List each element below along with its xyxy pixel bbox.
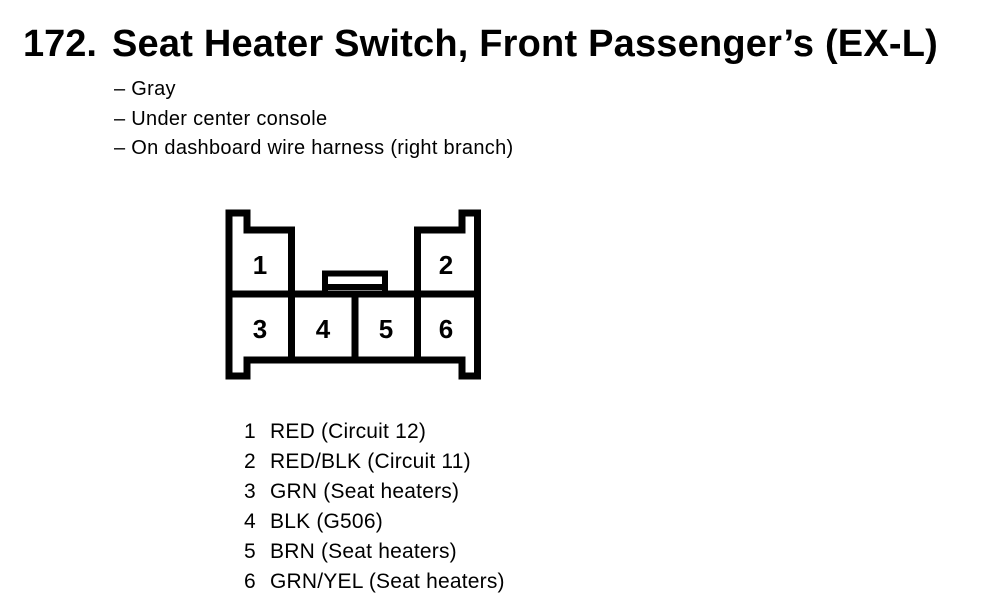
legend-wire-description: GRN (Seat heaters) bbox=[270, 480, 460, 503]
connector-details: – Gray – Under center console – On dashb… bbox=[114, 75, 513, 164]
detail-color: – Gray bbox=[114, 78, 176, 100]
pin-label-4: 4 bbox=[316, 314, 331, 344]
legend-wire-description: GRN/YEL (Seat heaters) bbox=[270, 570, 505, 593]
legend-pin-number: 2 bbox=[244, 450, 256, 473]
connector-outline bbox=[225, 209, 481, 380]
pin-label-5: 5 bbox=[379, 314, 393, 344]
legend-item: 5 BRN (Seat heaters) bbox=[244, 537, 505, 567]
latch-tab bbox=[322, 270, 388, 292]
legend-pin-number: 3 bbox=[244, 480, 256, 503]
page-title: Seat Heater Switch, Front Passenger’s (E… bbox=[112, 23, 939, 65]
legend-item: 4 BLK (G506) bbox=[244, 507, 505, 537]
legend-pin-number: 4 bbox=[244, 510, 256, 533]
legend-wire-description: BLK (G506) bbox=[270, 510, 383, 533]
detail-location: – Under center console bbox=[114, 107, 328, 130]
legend-wire-description: RED (Circuit 12) bbox=[270, 420, 427, 443]
pin-label-1: 1 bbox=[253, 250, 267, 280]
section-number: 172. bbox=[23, 23, 97, 65]
pin-label-6: 6 bbox=[439, 314, 453, 344]
legend-pin-number: 6 bbox=[244, 570, 256, 593]
legend-pin-number: 1 bbox=[244, 420, 256, 443]
legend-item: 1 RED (Circuit 12) bbox=[244, 417, 505, 447]
legend-pin-number: 5 bbox=[244, 540, 256, 563]
pin-label-3: 3 bbox=[253, 314, 267, 344]
connector-diagram: 1 2 3 4 5 6 bbox=[225, 209, 481, 380]
legend-item: 3 GRN (Seat heaters) bbox=[244, 477, 505, 507]
legend-item: 2 RED/BLK (Circuit 11) bbox=[244, 447, 505, 477]
legend-wire-description: RED/BLK (Circuit 11) bbox=[270, 450, 471, 473]
legend-item: 6 GRN/YEL (Seat heaters) bbox=[244, 567, 505, 597]
detail-harness: – On dashboard wire harness (right branc… bbox=[114, 137, 514, 159]
pin-label-2: 2 bbox=[439, 250, 453, 280]
wire-legend: 1 RED (Circuit 12) 2 RED/BLK (Circuit 11… bbox=[244, 417, 505, 597]
legend-wire-description: BRN (Seat heaters) bbox=[270, 540, 457, 563]
